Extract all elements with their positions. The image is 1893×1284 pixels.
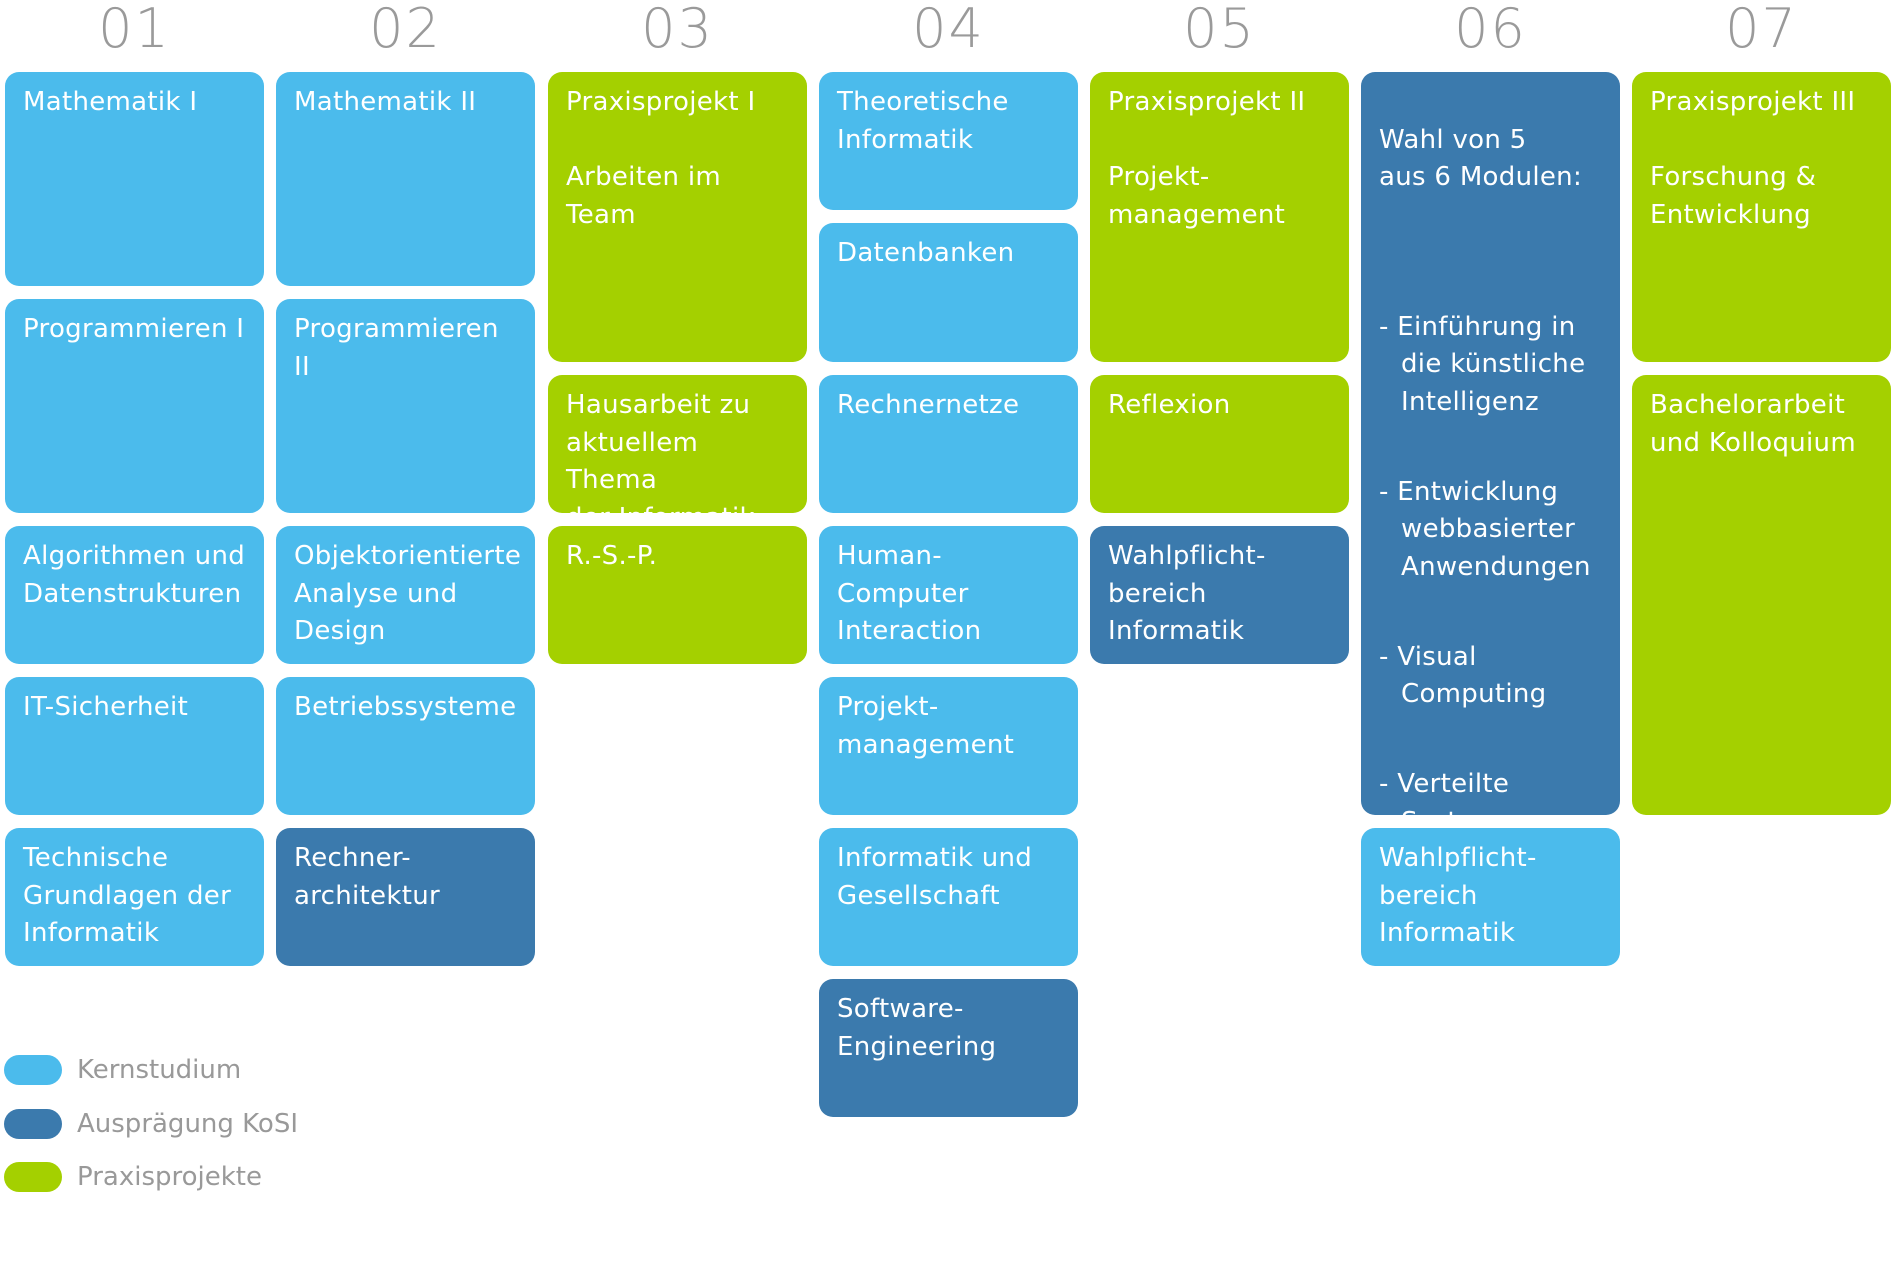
legend-label: Praxisprojekte <box>77 1162 262 1192</box>
legend-praxisprojekte: Praxisprojekte <box>4 1162 262 1192</box>
semester-header-06: 06 <box>1454 0 1527 60</box>
module-software-engineering: Software- Engineering <box>819 979 1078 1117</box>
module-it-sicherheit: IT-Sicherheit <box>5 677 264 815</box>
elective-options: - Einführung in die künstliche Intellige… <box>1379 256 1610 1246</box>
module-hausarbeit: Hausarbeit zu aktuellem Thema der Inform… <box>548 375 807 533</box>
semester-header-01: 01 <box>98 0 171 60</box>
module-reflexion: Reflexion <box>1090 375 1349 513</box>
module-wahlpflicht-5: Wahlpflicht- bereich Informatik <box>1090 526 1349 664</box>
module-projektmanagement: Projekt- management <box>819 677 1078 815</box>
semester-header-05: 05 <box>1183 0 1256 60</box>
legend-kosi: Ausprägung KoSI <box>4 1109 298 1139</box>
module-wahlpflicht-6: Wahlpflicht- bereich Informatik <box>1361 828 1620 966</box>
legend-label: Ausprägung KoSI <box>77 1109 298 1139</box>
module-algorithmen-datenstrukturen: Algorithmen und Datenstrukturen <box>5 526 264 664</box>
module-hci: Human-Computer Interaction <box>819 526 1078 664</box>
module-programmieren-2: Programmieren II <box>276 299 535 513</box>
legend-swatch-kosi <box>4 1109 62 1139</box>
module-ooad: Objektorientierte Analyse und Design <box>276 526 535 664</box>
module-mathematik-2: Mathematik II <box>276 72 535 286</box>
module-praxisprojekt-2: Praxisprojekt II Projekt- management <box>1090 72 1349 362</box>
module-rechnernetze: Rechnernetze <box>819 375 1078 513</box>
semester-header-04: 04 <box>912 0 985 60</box>
elective-option: - Einführung in die Wirtschafts- informa… <box>1379 1061 1576 1205</box>
module-rechnerarchitektur: Rechner- architektur <box>276 828 535 966</box>
legend-swatch-praxisprojekte <box>4 1162 62 1192</box>
elective-option: - Einführung in die künstliche Intellige… <box>1379 311 1586 417</box>
legend-kernstudium: Kernstudium <box>4 1055 241 1085</box>
module-bachelorarbeit: Bachelorarbeit und Kolloquium <box>1632 375 1891 815</box>
module-praxisprojekt-3: Praxisprojekt III Forschung & Entwicklun… <box>1632 72 1891 362</box>
elective-option: - Visual Computing <box>1379 641 1547 710</box>
module-informatik-gesellschaft: Informatik und Gesellschaft <box>819 828 1078 966</box>
semester-header-03: 03 <box>641 0 714 60</box>
module-programmieren-1: Programmieren I <box>5 299 264 513</box>
module-technische-grundlagen: Technische Grundlagen der Informatik <box>5 828 264 966</box>
legend-label: Kernstudium <box>77 1055 242 1085</box>
module-praxisprojekt-1: Praxisprojekt I Arbeiten im Team <box>548 72 807 362</box>
elective-title: Wahl von 5 aus 6 Modulen: <box>1379 124 1583 193</box>
module-rsp: R.-S.-P. <box>548 526 807 664</box>
semester-header-07: 07 <box>1725 0 1798 60</box>
semester-header-02: 02 <box>369 0 442 60</box>
legend-swatch-kernstudium <box>4 1055 62 1085</box>
module-theoretische-informatik: Theoretische Informatik <box>819 72 1078 210</box>
module-datenbanken: Datenbanken <box>819 223 1078 362</box>
elective-option: - Entwicklung webbasierter Anwendungen <box>1379 476 1591 582</box>
module-mathematik-1: Mathematik I <box>5 72 264 286</box>
module-betriebssysteme: Betriebssysteme <box>276 677 535 815</box>
module-elective-block: Wahl von 5 aus 6 Modulen: - Einführung i… <box>1361 72 1620 1204</box>
